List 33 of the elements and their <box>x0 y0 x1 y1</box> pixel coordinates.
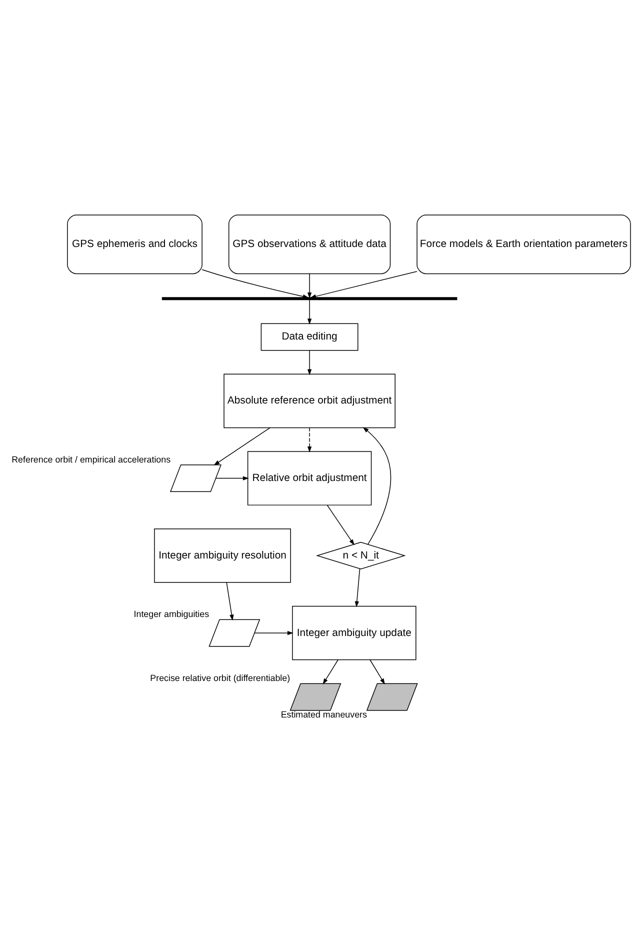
arrow <box>254 630 294 635</box>
node-box: GPS observations & attitude data <box>228 214 391 274</box>
node-label: Reference orbit / empirical accelerations <box>12 454 171 464</box>
node-label: Precise relative orbit (differentiable) <box>150 672 290 683</box>
node-box: Force models & Earth orientation parameters <box>416 214 631 274</box>
arrow <box>307 273 312 298</box>
arrow <box>310 270 418 298</box>
arrow <box>354 568 360 607</box>
node-label: Estimated maneuvers <box>280 708 367 719</box>
arrow <box>362 426 392 544</box>
node-diamond: n < N_it <box>316 541 406 569</box>
node-box: Integer ambiguity update <box>292 605 416 660</box>
arrow <box>307 298 312 324</box>
node-box: Data editing <box>260 322 358 350</box>
arrow <box>307 426 312 452</box>
node-parallelogram <box>290 682 342 710</box>
node-bar <box>162 296 458 300</box>
node-parallelogram <box>366 682 418 710</box>
arrow <box>370 659 385 684</box>
arrow <box>307 350 312 375</box>
node-box: Absolute reference orbit adjustment <box>224 373 396 428</box>
arrow <box>214 426 270 465</box>
node-box: GPS ephemeris and clocks <box>67 214 202 274</box>
arrow <box>326 504 354 545</box>
arrow <box>216 476 249 480</box>
arrow <box>226 582 234 620</box>
node-box: Integer ambiguity resolution <box>154 528 291 582</box>
node-label: Integer ambiguities <box>134 608 210 619</box>
node-parallelogram <box>170 464 222 492</box>
arrow <box>322 659 338 684</box>
arrow <box>202 268 309 298</box>
node-box: Relative orbit adjustment <box>247 450 372 505</box>
node-parallelogram <box>208 618 260 646</box>
